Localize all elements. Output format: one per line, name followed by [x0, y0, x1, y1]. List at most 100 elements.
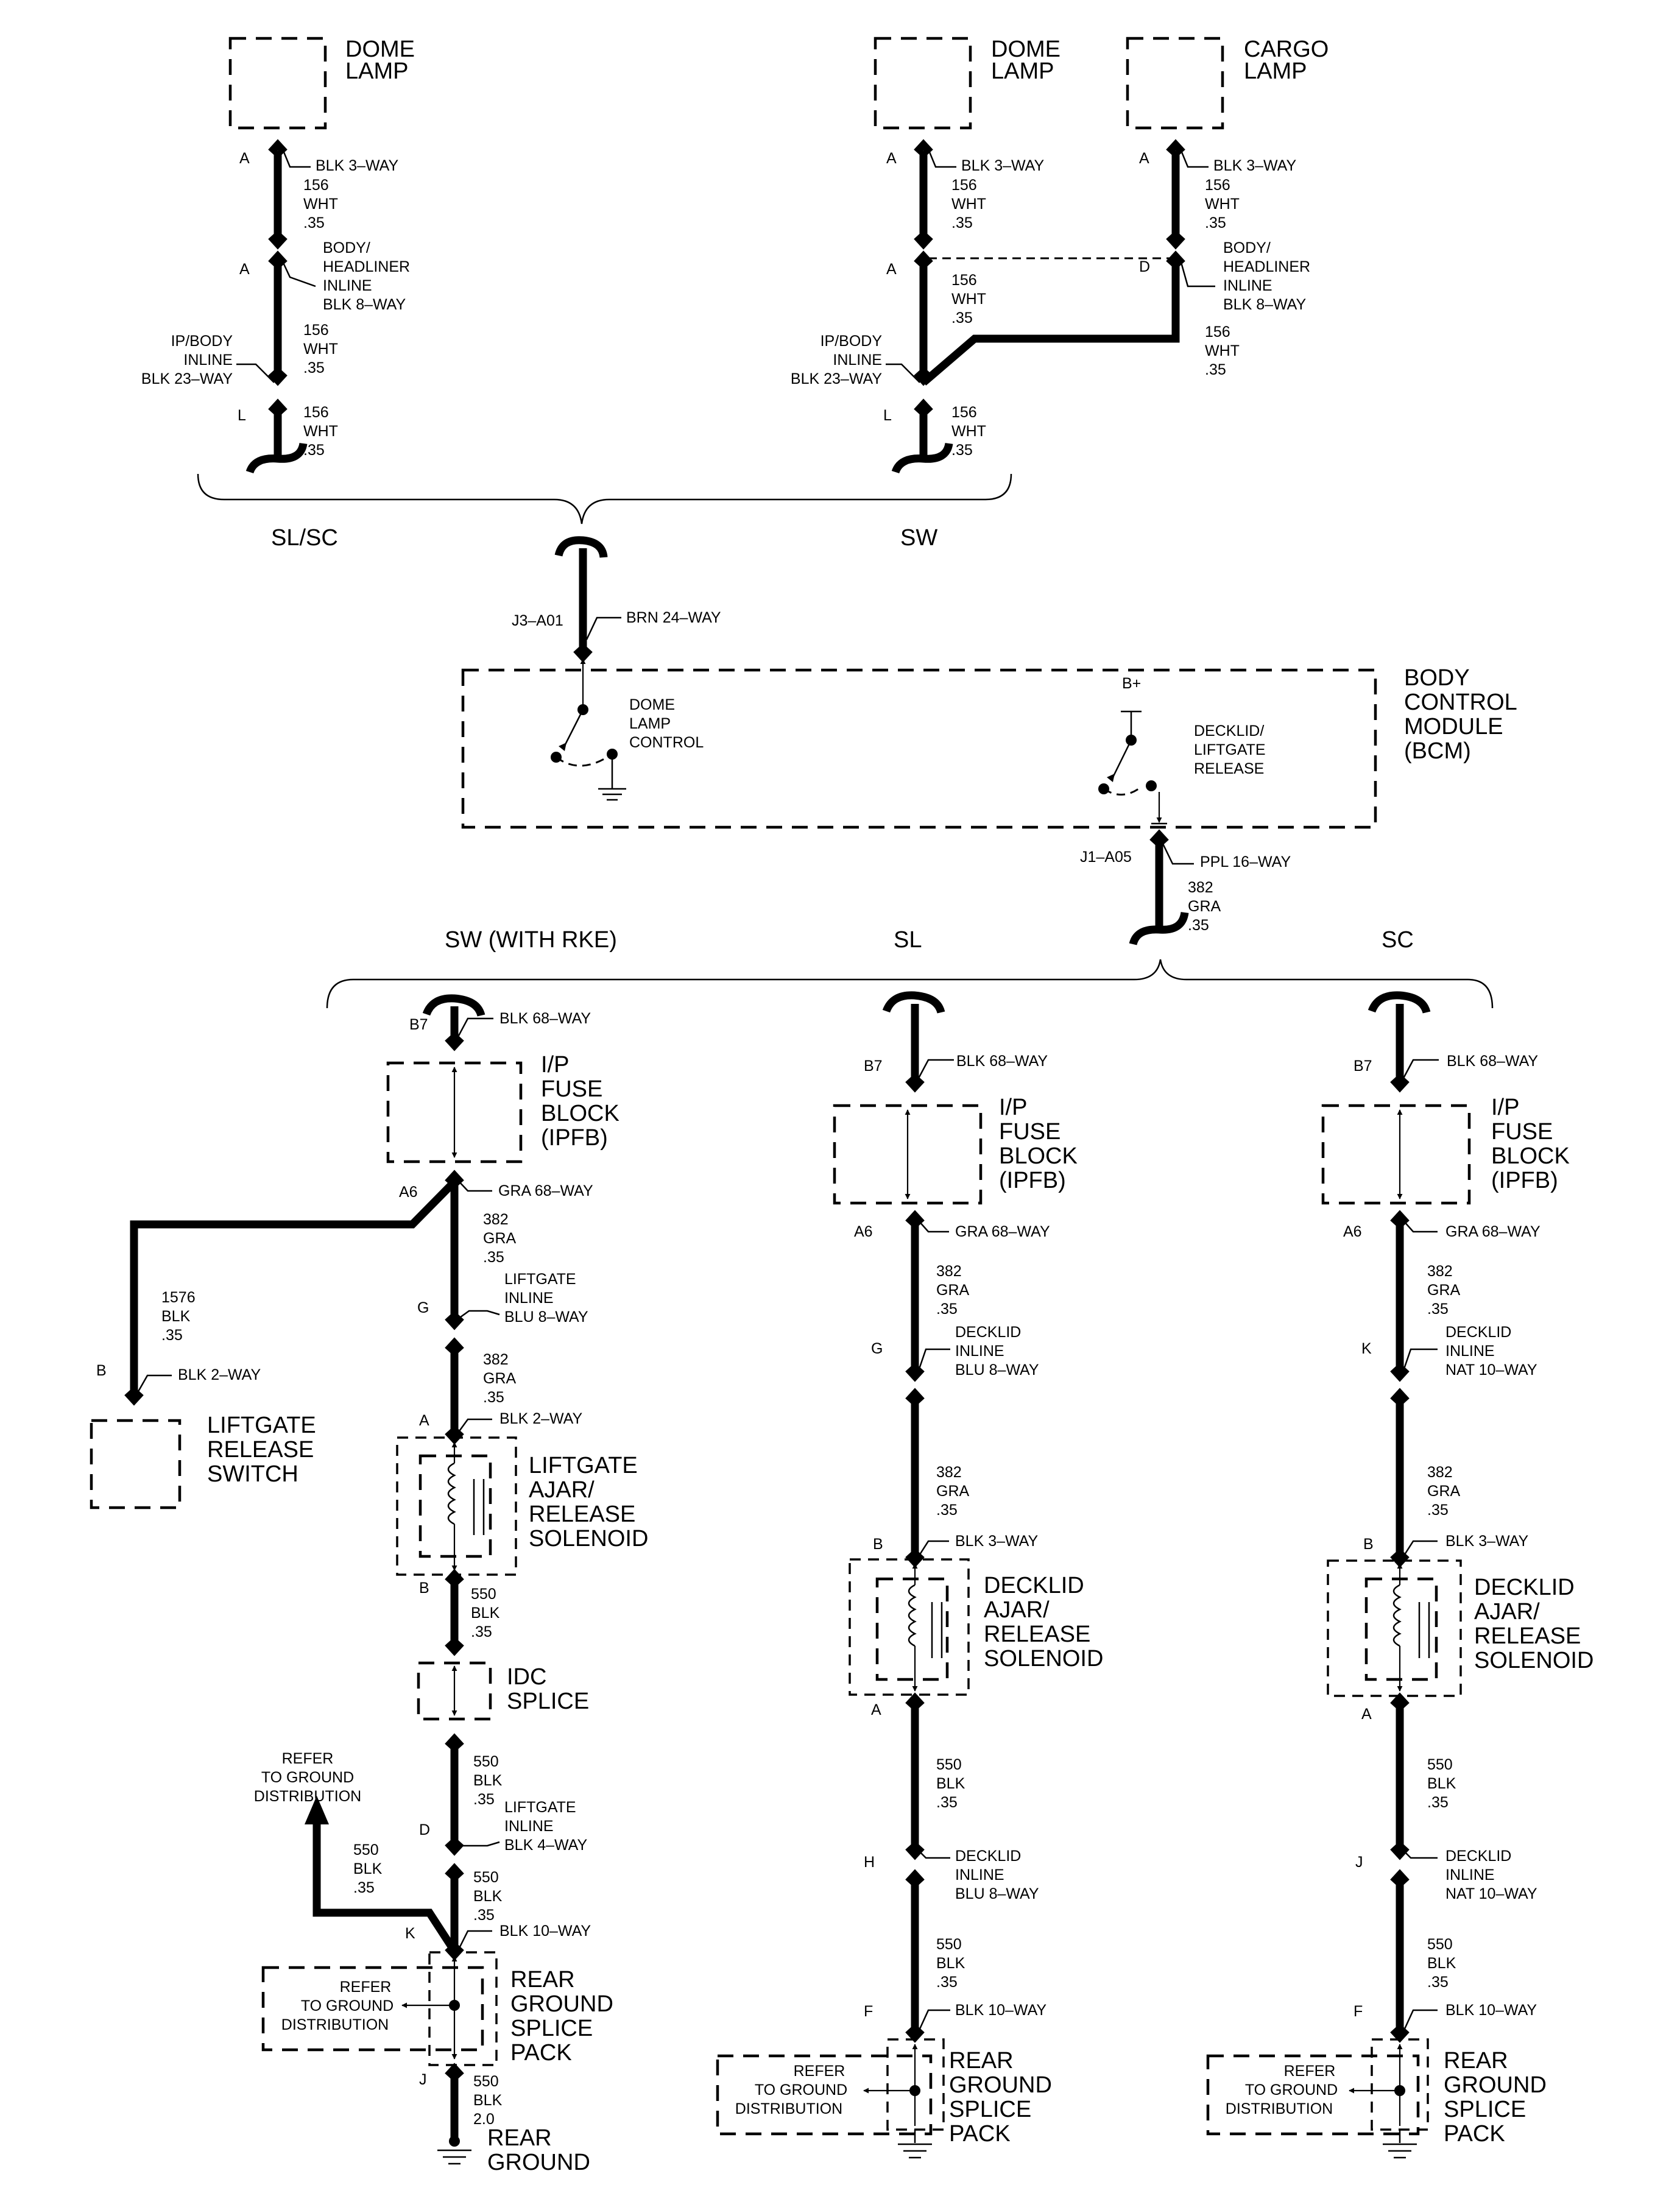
svg-text:SW: SW — [900, 525, 937, 551]
svg-text:D: D — [419, 1821, 430, 1838]
svg-text:B+: B+ — [1122, 675, 1141, 692]
svg-text:B: B — [873, 1536, 883, 1553]
svg-text:BLK 68–WAY: BLK 68–WAY — [1447, 1053, 1538, 1070]
svg-text:BLK 2–WAY: BLK 2–WAY — [499, 1410, 582, 1427]
svg-text:BLK 3–WAY: BLK 3–WAY — [1213, 157, 1296, 174]
svg-text:J1–A05: J1–A05 — [1080, 849, 1132, 866]
svg-text:L: L — [238, 407, 246, 424]
svg-text:BLK 3–WAY: BLK 3–WAY — [955, 1533, 1038, 1550]
svg-text:G: G — [417, 1299, 429, 1316]
svg-text:SW (WITH RKE): SW (WITH RKE) — [445, 927, 617, 953]
svg-text:A: A — [1139, 150, 1149, 167]
svg-text:B7: B7 — [1354, 1057, 1372, 1075]
svg-text:BLK 10–WAY: BLK 10–WAY — [499, 1922, 591, 1940]
svg-text:A6: A6 — [1343, 1223, 1362, 1240]
svg-text:BLK 68–WAY: BLK 68–WAY — [956, 1053, 1048, 1070]
svg-text:GRA 68–WAY: GRA 68–WAY — [955, 1223, 1050, 1240]
svg-text:A6: A6 — [854, 1223, 873, 1240]
svg-text:SC: SC — [1382, 927, 1414, 953]
svg-text:BLK 68–WAY: BLK 68–WAY — [499, 1010, 591, 1027]
svg-text:A: A — [239, 261, 250, 278]
svg-text:GRA 68–WAY: GRA 68–WAY — [498, 1182, 593, 1199]
svg-text:K: K — [1361, 1340, 1372, 1357]
svg-text:A: A — [419, 1412, 429, 1429]
svg-text:BLK 2–WAY: BLK 2–WAY — [178, 1366, 261, 1383]
svg-text:J3–A01: J3–A01 — [512, 612, 563, 629]
svg-text:J: J — [1355, 1854, 1363, 1871]
svg-text:F: F — [864, 2003, 873, 2020]
svg-text:L: L — [883, 407, 892, 424]
svg-text:G: G — [871, 1340, 883, 1357]
svg-text:PPL 16–WAY: PPL 16–WAY — [1200, 853, 1291, 870]
svg-text:A: A — [871, 1701, 881, 1718]
svg-text:A6: A6 — [399, 1184, 418, 1201]
svg-text:A: A — [886, 150, 897, 167]
svg-text:F: F — [1354, 2003, 1363, 2020]
svg-text:B: B — [419, 1580, 429, 1597]
